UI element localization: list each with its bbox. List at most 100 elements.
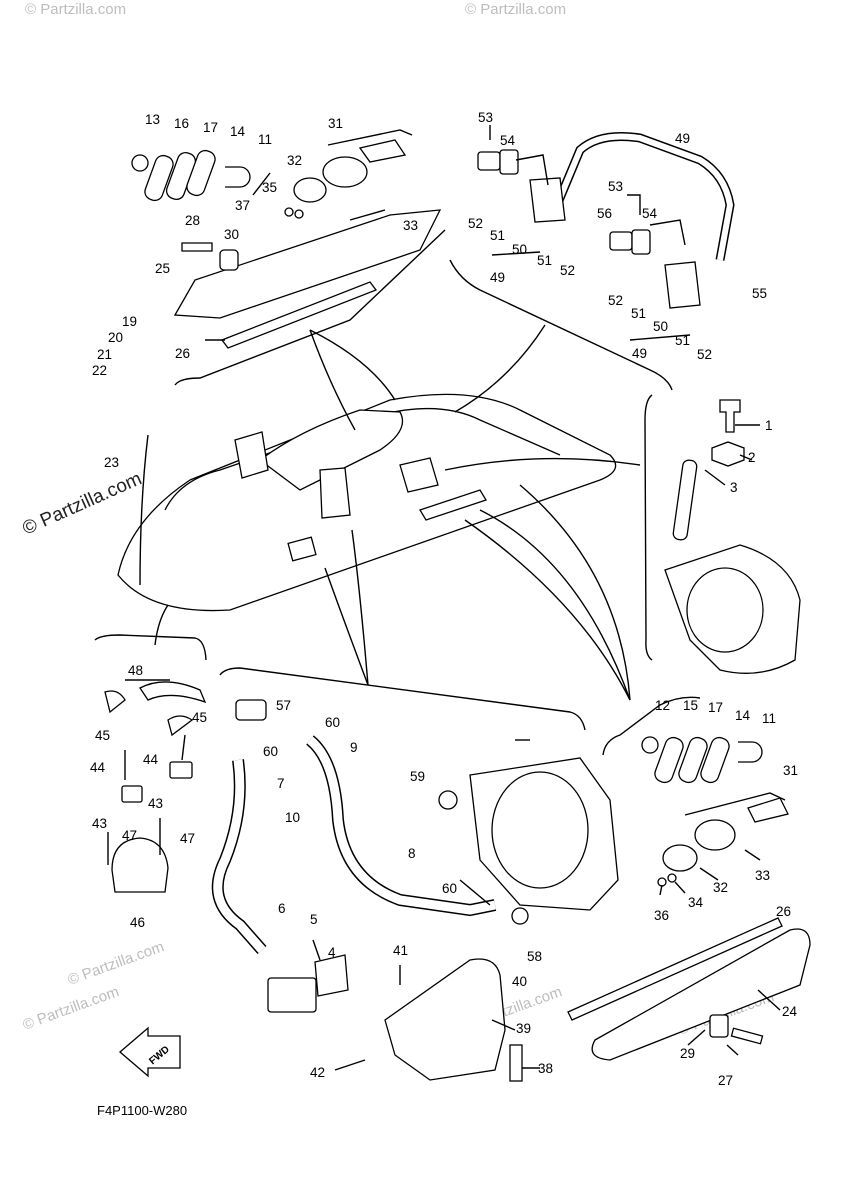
part-16: [144, 154, 174, 202]
part-11-b: [738, 741, 763, 763]
callout-30: 30: [224, 227, 239, 242]
divider-top-right: [449, 259, 673, 391]
leader: [349, 209, 386, 221]
callout-26: 26: [175, 346, 190, 361]
callout-35: 35: [262, 180, 277, 195]
storage-box: [399, 457, 439, 493]
divider-top-left: [174, 229, 446, 386]
callout-19: 19: [122, 314, 137, 329]
callout-34: 34: [688, 895, 704, 910]
callout-60a: 60: [325, 715, 340, 730]
callout-52d: 52: [697, 347, 712, 362]
bracket-31-b: [684, 792, 786, 816]
part-31-knob: [358, 139, 407, 163]
part-32-b: [662, 844, 698, 872]
part-29: [709, 1014, 729, 1038]
callout-53a: 53: [478, 110, 493, 125]
callout-6: 6: [278, 901, 286, 916]
part-17-b: [678, 736, 708, 784]
callout-44b: 44: [143, 752, 159, 767]
callout-4: 4: [328, 945, 336, 960]
leader: [459, 879, 491, 906]
callout-52c: 52: [608, 293, 623, 308]
fwd-arrow: [119, 1026, 181, 1078]
callout-38: 38: [538, 1061, 553, 1076]
leader: [334, 1059, 366, 1071]
callout-54b: 54: [642, 206, 658, 221]
part-37: [294, 209, 304, 219]
callout-25: 25: [155, 261, 170, 276]
callout-2: 2: [748, 450, 756, 465]
callout-48: 48: [128, 663, 143, 678]
callout-41: 41: [393, 943, 408, 958]
divider-lower-mid: [219, 667, 586, 731]
arrow-line: [519, 484, 631, 701]
arrow-line: [479, 509, 631, 701]
storage-box-2: [319, 467, 351, 519]
callout-29: 29: [680, 1046, 695, 1061]
callout-8: 8: [408, 846, 416, 861]
callout-56: 56: [597, 206, 612, 221]
callout-5: 5: [310, 912, 318, 927]
callout-51b: 51: [537, 253, 552, 268]
callout-49b: 49: [490, 270, 505, 285]
leader: [699, 867, 719, 881]
callout-57: 57: [276, 698, 291, 713]
callout-32b: 32: [713, 880, 728, 895]
callout-15: 15: [683, 698, 698, 713]
part-31-b-knob: [747, 797, 789, 823]
callout-51a: 51: [490, 228, 505, 243]
callout-labels: 1 2 3 4 5 6 7 8 9 10 11 11 12 13 14 14 1…: [90, 110, 798, 1118]
callout-31: 31: [328, 116, 343, 131]
jet-pump-housing-opening: [491, 771, 589, 889]
jet-pump-nozzle: [686, 567, 764, 653]
callout-16: 16: [174, 116, 189, 131]
parts-drawing: [104, 132, 811, 1082]
part-11: [225, 166, 251, 188]
part-59: [438, 790, 458, 810]
callout-53b: 53: [608, 179, 623, 194]
part-34: [667, 873, 677, 883]
leader: [726, 1044, 739, 1056]
callout-28: 28: [185, 213, 200, 228]
part-50-bracket: [529, 177, 566, 223]
leader: [312, 939, 321, 961]
callout-47b: 47: [180, 831, 195, 846]
arrow-line: [444, 457, 641, 471]
bracket-54-b: [649, 219, 686, 246]
callout-3: 3: [730, 480, 738, 495]
part-53-b: [609, 231, 633, 251]
arrow-line: [309, 329, 356, 431]
callout-13: 13: [145, 112, 160, 127]
callout-40: 40: [512, 974, 527, 989]
callout-50b: 50: [653, 319, 668, 334]
watercraft-seat: [258, 409, 404, 491]
part-58: [511, 907, 529, 925]
callout-24: 24: [782, 1004, 798, 1019]
part-43-b: [121, 785, 143, 803]
callout-54a: 54: [500, 133, 516, 148]
callout-39: 39: [516, 1021, 531, 1036]
leader: [181, 734, 186, 761]
bracket-49: [491, 251, 541, 256]
callout-55: 55: [752, 286, 767, 301]
callout-37: 37: [235, 198, 250, 213]
part-45-left: [104, 690, 126, 714]
leader: [704, 469, 726, 486]
part-3-hose: [672, 459, 698, 541]
part-13: [131, 154, 149, 172]
callout-45a: 45: [95, 728, 110, 743]
part-50-bracket-2: [664, 261, 701, 309]
bracket-54: [515, 154, 549, 186]
part-28: [181, 242, 213, 252]
arrow-line: [309, 329, 396, 401]
leader: [739, 454, 753, 461]
part-15: [654, 736, 684, 784]
callout-33b: 33: [755, 868, 770, 883]
leader: [659, 884, 663, 896]
callout-49a: 49: [675, 131, 690, 146]
part-46: [111, 837, 169, 893]
part-26: [220, 281, 378, 349]
part-31: [322, 156, 368, 188]
